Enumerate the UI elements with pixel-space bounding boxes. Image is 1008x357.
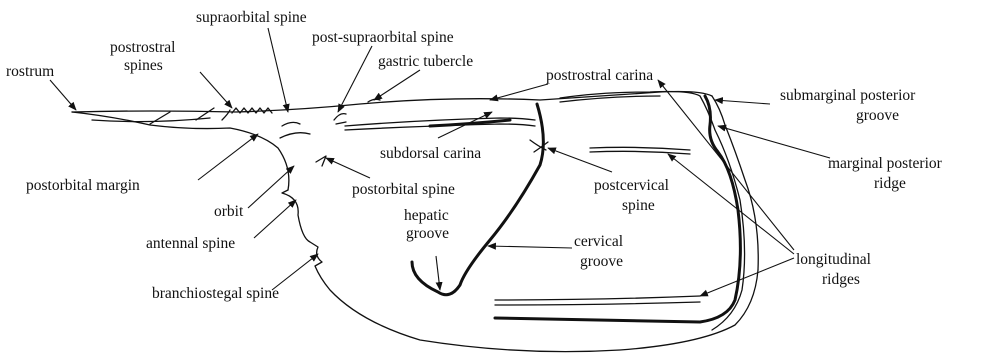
label-submarginal-posterior-groove-1: submarginal posterior: [780, 87, 916, 104]
label-supraorbital-spine: supraorbital spine: [196, 9, 307, 26]
label-postcervical-spine-2: spine: [622, 197, 655, 214]
label-marginal-posterior-ridge-2: ridge: [874, 175, 906, 192]
label-antennal-spine: antennal spine: [146, 235, 235, 252]
label-rostrum: rostrum: [6, 63, 54, 80]
label-branchiostegal-spine: branchiostegal spine: [152, 285, 279, 302]
label-postrostral-spines-2: spines: [124, 57, 163, 74]
cervical-groove: [412, 104, 548, 295]
supraorbital-spine: [282, 122, 300, 126]
label-orbit: orbit: [214, 203, 244, 220]
label-marginal-posterior-ridge-1: marginal posterior: [828, 155, 943, 172]
post-supraorbital-spine: [334, 114, 346, 124]
label-hepatic-groove-1: hepatic: [404, 207, 449, 224]
label-cervical-groove-1: cervical: [574, 233, 623, 250]
label-postcervical-spine-1: postcervical: [594, 177, 669, 194]
label-submarginal-posterior-groove-2: groove: [856, 107, 899, 124]
label-gastric-tubercle: gastric tubercle: [378, 53, 473, 70]
label-subdorsal-carina: subdorsal carina: [380, 145, 481, 162]
label-postrostral-spines-1: postrostral: [110, 39, 175, 56]
postorbital-ridge: [280, 133, 310, 138]
label-postorbital-spine: postorbital spine: [352, 181, 455, 198]
label-longitudinal-ridges-2: ridges: [822, 271, 860, 288]
label-postrostral-carina: postrostral carina: [546, 67, 653, 84]
label-cervical-groove-2: groove: [580, 253, 623, 270]
label-post-supraorbital-spine: post-supraorbital spine: [312, 29, 454, 46]
label-postorbital-margin: postorbital margin: [26, 177, 140, 194]
postorbital-spine: [316, 156, 326, 166]
label-longitudinal-ridges-1: longitudinal: [796, 251, 871, 268]
label-hepatic-groove-2: groove: [406, 225, 449, 242]
